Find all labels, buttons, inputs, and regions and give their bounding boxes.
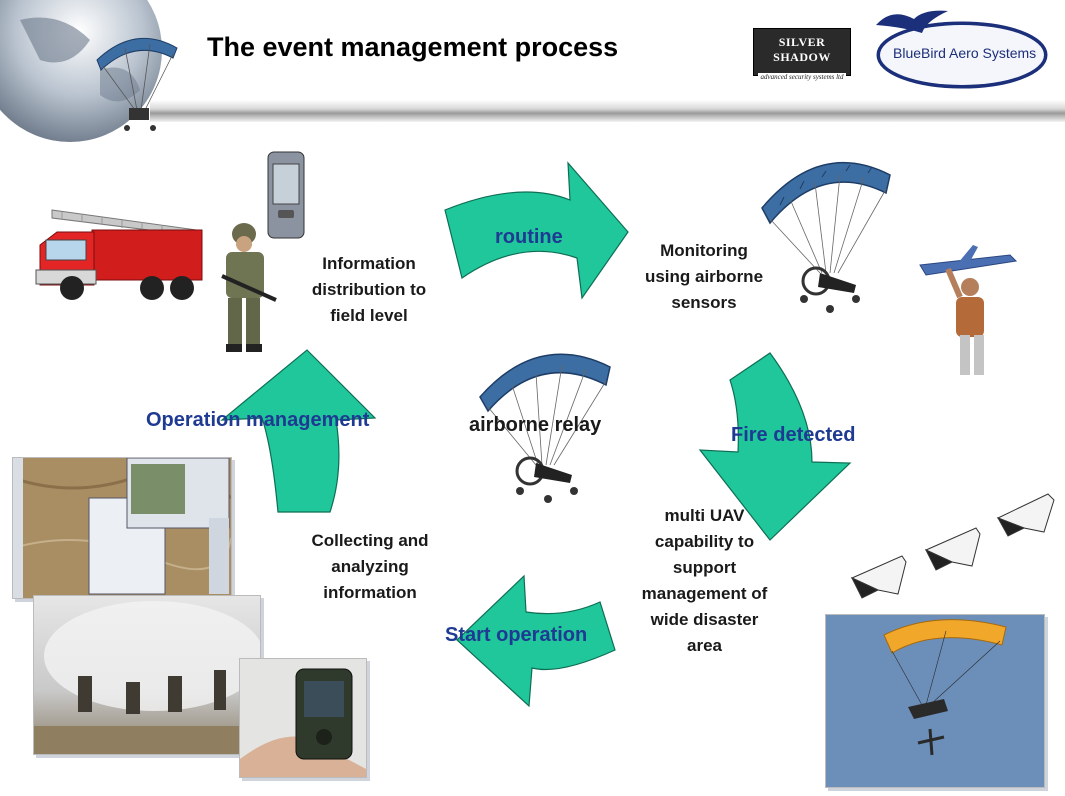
fire-detected-label: Fire detected [731, 424, 856, 446]
flying-wing-uavs-image [850, 493, 1055, 599]
paraglider-icon [96, 37, 178, 131]
handheld-device-photo [239, 658, 367, 778]
multi-uav-text: multi UAV capability to support manageme… [641, 506, 768, 655]
routine-label: routine [495, 226, 563, 248]
monitoring-text: Monitoring using airborne sensors [644, 241, 764, 312]
map-software-screenshot [12, 457, 232, 599]
field-smoke-photo [33, 595, 261, 755]
operation-management-label: Operation management [146, 409, 370, 431]
fire-detected-arrow [698, 352, 852, 541]
globe-icon [0, 0, 162, 142]
collecting-text: Collecting and analyzing information [311, 531, 429, 602]
information-text: Information distribution to field level [311, 254, 427, 325]
fire-truck-image [35, 209, 203, 300]
routine-arrow [444, 161, 629, 300]
bluebird-logo-text: BlueBird Aero Systems [893, 45, 1037, 61]
operation-management-arrow [220, 349, 377, 513]
sky-paraglider-photo [825, 614, 1045, 788]
header-divider [150, 100, 1065, 122]
start-operation-label: Start operation [445, 624, 588, 646]
relay-paraglider-icon [479, 353, 611, 503]
pda-device-image [267, 151, 305, 239]
start-operation-arrow [456, 574, 616, 708]
soldier-image [221, 223, 277, 352]
paraglider-icon [761, 162, 891, 313]
silver-shadow-logo: SILVER SHADOW advanced security systems … [753, 28, 851, 81]
airborne-relay-label: airborne relay [469, 414, 602, 436]
bluebird-logo [876, 10, 1048, 89]
uav-launch-image [919, 245, 1018, 375]
page-title: The event management process [207, 32, 619, 62]
